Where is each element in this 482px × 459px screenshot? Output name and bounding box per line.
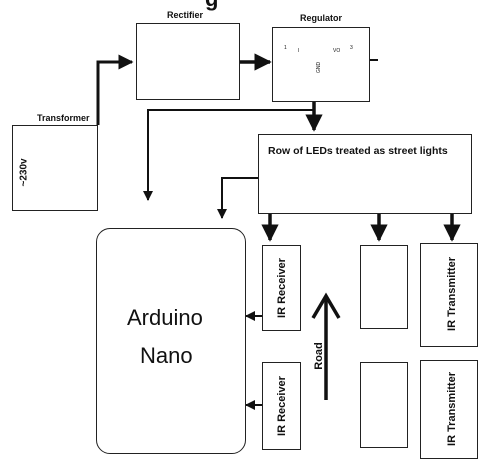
regulator-pin-gnd: GND xyxy=(316,61,322,73)
transformer-label: Transformer xyxy=(37,113,90,123)
led-row-label: Row of LEDs treated as street lights xyxy=(268,145,448,157)
regulator-label: Regulator xyxy=(300,13,343,23)
regulator-pin-out: VO xyxy=(333,48,341,54)
led-module-top-box xyxy=(360,245,408,329)
transformer-input-label: ~230v xyxy=(18,158,30,187)
led-row-box xyxy=(258,134,472,214)
arduino-label-line1: Arduino xyxy=(127,305,203,330)
ir-transmitter-top-box xyxy=(420,243,478,347)
ir-receiver-bottom-box xyxy=(262,362,301,450)
leds-to-arduino-wire xyxy=(217,177,258,219)
regulator-pin-3: 3 xyxy=(350,45,353,51)
regulator-pin-1: 1 xyxy=(284,45,287,51)
transformer-to-rectifier-wire xyxy=(96,54,134,125)
ir-receiver-top-box xyxy=(262,245,301,331)
ir-transmitter-bottom-label: IR Transmitter xyxy=(446,372,458,446)
ir-receiver-bottom-label: IR Receiver xyxy=(276,376,288,436)
regulator-to-arduino-wire xyxy=(143,109,314,201)
ir-transmitter-top-label: IR Transmitter xyxy=(446,257,458,331)
arduino-nano-box xyxy=(96,228,246,454)
transformer-box xyxy=(12,125,98,211)
ir-receiver-top-label: IR Receiver xyxy=(276,258,288,318)
rectifier-box xyxy=(136,23,240,100)
road-label: Road xyxy=(313,342,325,370)
led-module-bottom-box xyxy=(360,362,408,448)
arduino-label-line2: Nano xyxy=(140,343,193,363)
regulator-pin-in: I xyxy=(298,48,300,54)
rectifier-label: Rectifier xyxy=(167,10,204,20)
ir-transmitter-bottom-box xyxy=(420,360,478,459)
header-fragment: g xyxy=(205,0,218,12)
regulator-box xyxy=(272,27,370,102)
